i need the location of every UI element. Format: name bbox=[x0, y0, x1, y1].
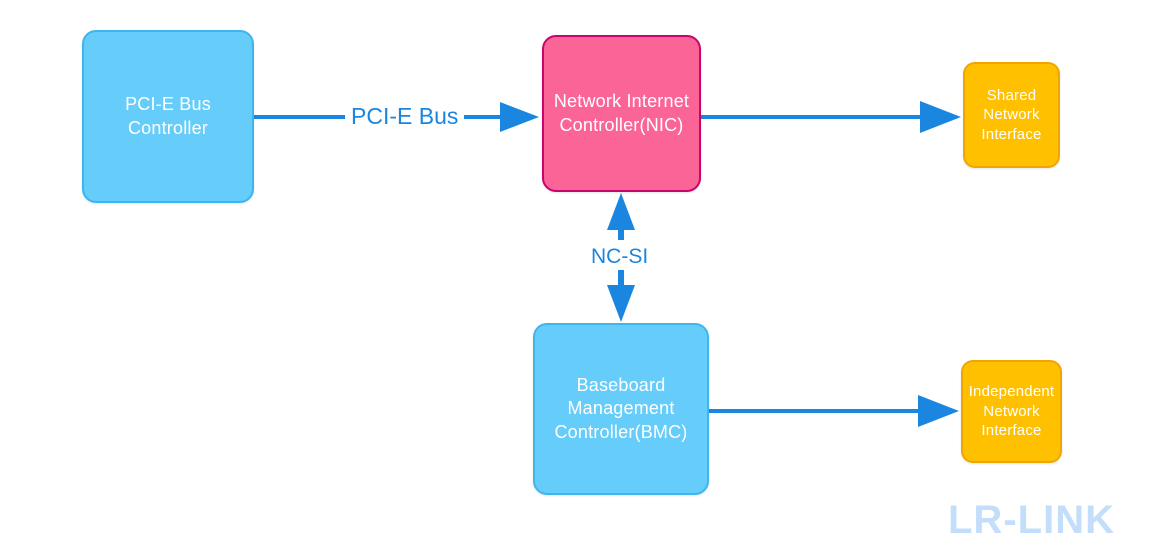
node-pcie-bus-controller-label: PCI-E Bus Controller bbox=[125, 94, 211, 138]
edge-label-pcie-bus: PCI-E Bus bbox=[345, 103, 465, 130]
lr-link-watermark: LR-LINK bbox=[948, 498, 1115, 542]
edge-nic-to-shared-arrowhead bbox=[920, 101, 961, 133]
edge-nc-si-arrowhead-up bbox=[607, 193, 635, 230]
edge-nic-to-shared bbox=[701, 101, 961, 133]
node-shared-network-interface[interactable]: Shared Network Interface bbox=[963, 62, 1060, 168]
node-independent-network-interface-label: Independent Network Interface bbox=[968, 383, 1055, 440]
node-network-internet-controller-label: Network Internet Controller(NIC) bbox=[553, 91, 690, 135]
node-shared-network-interface-label: Shared Network Interface bbox=[981, 86, 1042, 143]
node-baseboard-management-controller-label: Baseboard Management Controller(BMC) bbox=[554, 374, 688, 442]
node-network-internet-controller[interactable]: Network Internet Controller(NIC) bbox=[542, 35, 701, 192]
edge-pcie-bus-arrowhead bbox=[500, 102, 539, 132]
node-pcie-bus-controller[interactable]: PCI-E Bus Controller bbox=[82, 30, 254, 203]
edge-bmc-to-independent bbox=[709, 395, 959, 427]
edge-nc-si-arrowhead-down bbox=[607, 285, 635, 322]
edge-label-nc-si: NC-SI bbox=[586, 245, 654, 269]
node-independent-network-interface[interactable]: Independent Network Interface bbox=[961, 360, 1062, 463]
edge-bmc-to-independent-arrowhead bbox=[918, 395, 959, 427]
node-baseboard-management-controller[interactable]: Baseboard Management Controller(BMC) bbox=[533, 323, 709, 495]
